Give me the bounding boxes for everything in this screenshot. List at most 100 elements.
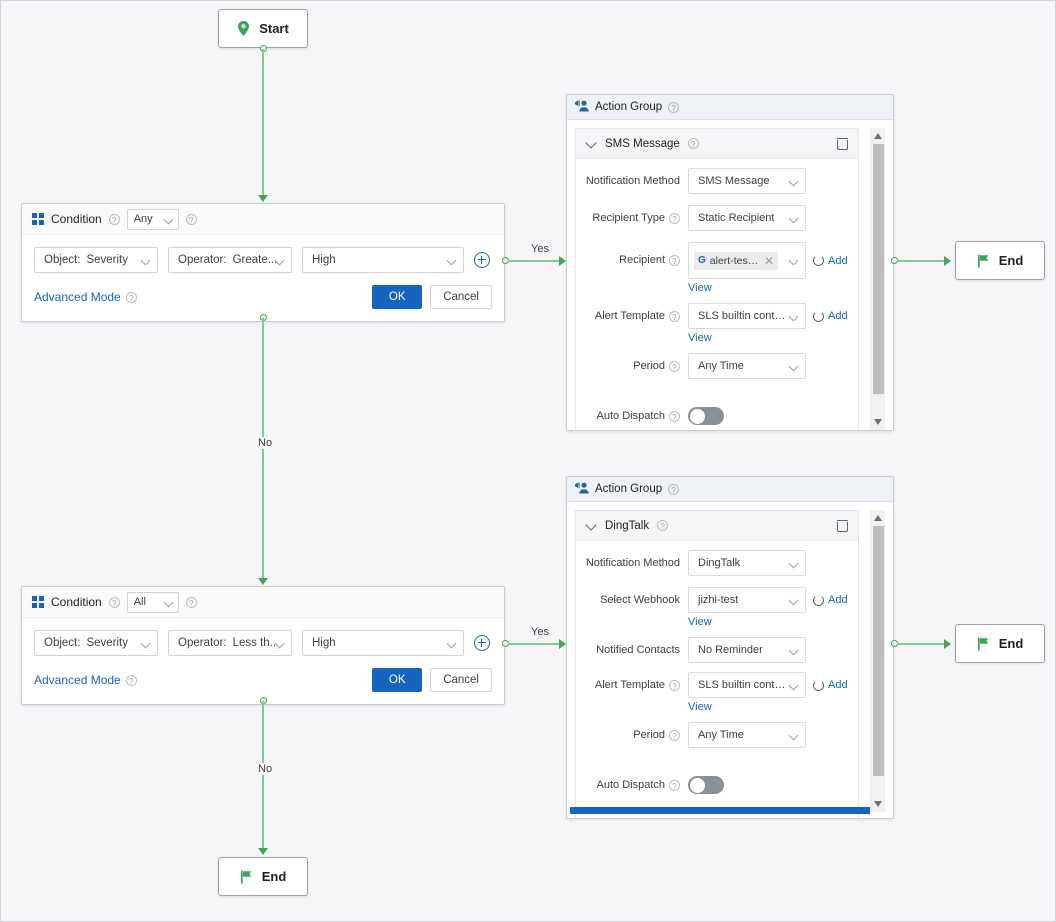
add-link[interactable]: Add [828, 310, 848, 322]
add-link[interactable]: Add [828, 594, 848, 606]
node-end-bottom[interactable]: End [218, 857, 308, 896]
arrow-start-to-condition1 [258, 195, 268, 202]
help-icon[interactable]: ? [669, 255, 680, 266]
help-icon[interactable]: ? [108, 213, 120, 225]
help-icon[interactable]: ? [668, 101, 680, 113]
alert-template-add-action[interactable]: Add [813, 303, 848, 329]
help-icon[interactable]: ? [185, 596, 197, 608]
period-select-2[interactable]: Any Time [688, 722, 806, 748]
condition-operator-select-2[interactable]: Operator: Less th... [168, 630, 292, 656]
recipient-type-select-1[interactable]: Static Recipient [688, 205, 806, 231]
delete-icon[interactable] [837, 519, 848, 532]
action-group-icon [575, 99, 589, 115]
scroll-down-arrow-icon[interactable] [874, 419, 882, 425]
help-icon[interactable]: ? [185, 213, 197, 225]
condition-object-label: Object: [44, 637, 81, 649]
help-icon[interactable]: ? [125, 291, 137, 303]
condition-cancel-button-2[interactable]: Cancel [430, 668, 492, 692]
help-icon[interactable]: ? [669, 779, 680, 791]
condition-match-mode-select-1[interactable]: Any [126, 208, 179, 230]
period-select-1[interactable]: Any Time [688, 353, 806, 379]
action-group-subheader-2[interactable]: DingTalk ? [576, 511, 858, 541]
alert-template-select-1[interactable]: SLS builtin content ... [688, 303, 806, 329]
help-icon[interactable]: ? [687, 138, 699, 149]
help-icon[interactable]: ? [669, 679, 680, 691]
help-icon[interactable]: ? [669, 360, 680, 372]
alert-template-value: SLS builtin content ... [698, 679, 790, 691]
vertical-scrollbar-2[interactable] [870, 510, 885, 812]
refresh-icon[interactable] [813, 255, 824, 266]
condition-card-1[interactable]: Condition ? Any ? Object: Severity Opera… [21, 203, 505, 322]
alert-template-view-link-2[interactable]: View [688, 701, 712, 713]
arrow-condition2-no [258, 848, 268, 855]
condition-card-2[interactable]: Condition ? All ? Object: Severity Opera… [21, 586, 505, 705]
recipient-tag[interactable]: G alert-test-... ✕ [694, 251, 778, 270]
chevron-down-icon[interactable] [586, 520, 597, 531]
edge-condition1-no [262, 318, 264, 582]
chevron-down-icon[interactable] [586, 138, 597, 149]
help-icon[interactable]: ? [669, 410, 680, 422]
action-group-panel-1[interactable]: Action Group ? SMS Message ? Notificatio… [566, 94, 894, 431]
add-link[interactable]: Add [828, 679, 848, 691]
condition-value-select-1[interactable]: High [302, 247, 464, 273]
help-icon[interactable]: ? [669, 212, 680, 224]
condition-match-mode-select-2[interactable]: All [126, 591, 179, 613]
field-label: Auto Dispatch ? [580, 772, 688, 798]
scrollbar-thumb[interactable] [873, 526, 884, 776]
notification-method-select-1[interactable]: SMS Message [688, 168, 806, 194]
refresh-icon[interactable] [813, 310, 824, 322]
scrollbar-thumb[interactable] [873, 144, 884, 394]
condition-value-select-2[interactable]: High [302, 630, 464, 656]
node-end-middle-label: End [998, 636, 1024, 651]
recipient-add-action[interactable]: Add [813, 242, 848, 279]
delete-icon[interactable] [837, 137, 848, 150]
help-icon[interactable]: ? [668, 483, 680, 495]
scroll-up-arrow-icon[interactable] [874, 515, 882, 521]
condition-cancel-button-1[interactable]: Cancel [430, 285, 492, 309]
action-group-subheader-1[interactable]: SMS Message ? [576, 129, 858, 159]
help-icon[interactable]: ? [657, 520, 669, 531]
field-label: Notification Method [580, 550, 688, 576]
recipient-view-link-1[interactable]: View [688, 282, 712, 294]
condition-operator-select-1[interactable]: Operator: Greate... [168, 247, 292, 273]
scroll-up-arrow-icon[interactable] [874, 133, 882, 139]
node-start[interactable]: Start [218, 9, 308, 48]
scroll-down-arrow-icon[interactable] [874, 801, 882, 807]
node-end-top[interactable]: End [955, 241, 1045, 280]
refresh-icon[interactable] [813, 594, 824, 606]
condition-object-select-1[interactable]: Object: Severity [34, 247, 158, 273]
select-webhook-view-link-2[interactable]: View [688, 616, 712, 628]
notified-contacts-select-2[interactable]: No Reminder [688, 637, 806, 663]
auto-dispatch-toggle-2[interactable] [688, 776, 724, 794]
refresh-icon[interactable] [813, 679, 824, 691]
advanced-mode-link-1[interactable]: Advanced Mode ? [34, 290, 137, 304]
help-icon[interactable]: ? [669, 729, 680, 741]
vertical-scrollbar-1[interactable] [870, 128, 885, 430]
condition-object-select-2[interactable]: Object: Severity [34, 630, 158, 656]
alert-template-view-link-1[interactable]: View [688, 332, 712, 344]
notification-method-select-2[interactable]: DingTalk [688, 550, 806, 576]
help-icon[interactable]: ? [669, 310, 680, 322]
field-control: DingTalk [688, 550, 806, 576]
add-link[interactable]: Add [828, 254, 848, 267]
condition-ok-button-2[interactable]: OK [372, 668, 423, 692]
close-icon[interactable]: ✕ [763, 253, 774, 268]
edge-label-yes-top: Yes [528, 243, 552, 255]
alert-template-add-action[interactable]: Add [813, 672, 848, 698]
auto-dispatch-toggle-1[interactable] [688, 407, 724, 425]
select-webhook-select-2[interactable]: jizhi-test [688, 587, 806, 613]
advanced-mode-link-2[interactable]: Advanced Mode ? [34, 673, 137, 687]
node-end-middle[interactable]: End [955, 624, 1045, 663]
help-icon[interactable]: ? [108, 596, 120, 608]
horizontal-scrollbar-2[interactable] [570, 807, 870, 814]
recipient-select-1[interactable]: G alert-test-... ✕ [688, 242, 806, 279]
condition-ok-button-1[interactable]: OK [372, 285, 423, 309]
add-condition-button-1[interactable] [474, 252, 490, 268]
alert-template-select-2[interactable]: SLS builtin content ... [688, 672, 806, 698]
add-condition-button-2[interactable] [474, 635, 490, 651]
help-icon[interactable]: ? [125, 674, 137, 686]
alert-template-value: SLS builtin content ... [698, 310, 790, 322]
select-webhook-add-action[interactable]: Add [813, 587, 848, 613]
action-group-panel-2[interactable]: Action Group ? DingTalk ? Notification M… [566, 476, 894, 819]
